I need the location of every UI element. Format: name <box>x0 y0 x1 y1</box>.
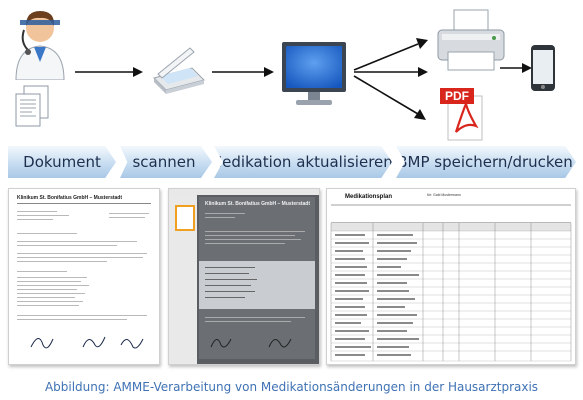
monitor-icon <box>282 42 346 105</box>
printer-icon <box>437 9 505 71</box>
letter-thumbnail: Klinikum St. Bonifatius GmbH – Mustersta… <box>8 188 160 365</box>
letter-title: Klinikum St. Bonifatius GmbH – Mustersta… <box>17 195 123 201</box>
scan-thumbnail: Klinikum St. Bonifatius GmbH – Mustersta… <box>168 188 320 365</box>
step-label: BMP speichern/drucken <box>397 153 573 171</box>
step-dokument: Dokument <box>8 146 116 178</box>
step-label: Dokument <box>23 153 101 171</box>
smartphone-icon <box>531 45 555 91</box>
step-medikation-aktualisieren: Medikation aktualisieren <box>214 146 392 178</box>
scan-title: Klinikum St. Bonifatius GmbH – Mustersta… <box>205 201 311 207</box>
flow-arrow <box>212 67 274 77</box>
plan-table: Medikationsplan für: Gabi Mustermann <box>330 193 572 362</box>
scan-sidebar <box>169 195 197 364</box>
medikationsplan-thumbnail: Medikationsplan für: Gabi Mustermann <box>326 188 576 365</box>
doctor-icon <box>15 11 65 80</box>
plan-rows <box>331 230 571 362</box>
step-label: scannen <box>132 153 196 171</box>
signature-mark <box>30 336 144 349</box>
pdf-label: PDF <box>445 89 469 103</box>
step-bmp-speichern-drucken: BMP speichern/drucken <box>396 146 576 178</box>
plan-patient: für: Gabi Mustermann <box>427 193 461 197</box>
flow-arrow <box>75 67 143 77</box>
documents-icon <box>15 85 49 127</box>
step-label: Medikation aktualisieren <box>209 153 393 171</box>
scan-page: Klinikum St. Bonifatius GmbH – Mustersta… <box>199 197 315 359</box>
step-scannen: scannen <box>120 146 212 178</box>
flow-arrow <box>500 63 532 73</box>
pdf-icon: PDF <box>440 88 483 141</box>
scanner-icon <box>153 47 205 94</box>
signature-mark <box>210 338 292 348</box>
plan-title: Medikationsplan <box>345 194 392 200</box>
figure-caption: Abbildung: AMME-Verarbeitung von Medikat… <box>44 380 539 394</box>
flow-arrow <box>353 38 428 120</box>
